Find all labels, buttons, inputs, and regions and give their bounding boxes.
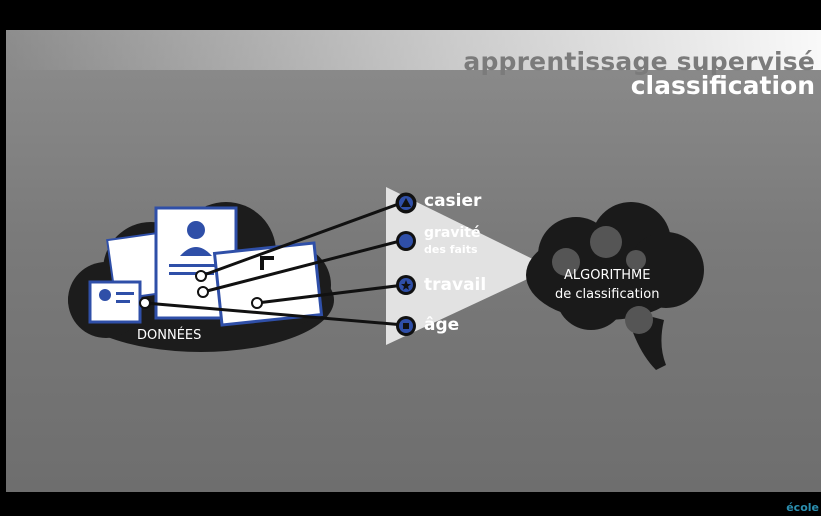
- feature-label-travail: travail: [424, 275, 487, 295]
- documents-icon: [88, 206, 324, 327]
- brain-label-line1: ALGORITHME: [564, 268, 651, 283]
- data-cloud-label: DONNÉES: [137, 328, 202, 343]
- feature-label-casier: casier: [424, 191, 482, 211]
- circle-icon: [396, 231, 416, 251]
- slide-title: apprentissage supervisé: [463, 47, 815, 76]
- feature-label-gravite-sub: des faits: [424, 243, 478, 256]
- square-icon: [396, 316, 416, 336]
- diagram: [68, 187, 704, 370]
- feature-label-gravite: gravité: [424, 225, 481, 241]
- slide-subtitle: classification: [630, 71, 815, 100]
- feature-label-age: âge: [424, 315, 460, 335]
- video-slide: apprentissage supervisé classification: [6, 30, 821, 492]
- brand-logo-text: école: [786, 501, 819, 514]
- connection-dots: [139, 270, 263, 309]
- brain-icon: [526, 202, 704, 370]
- triangle-icon: [395, 192, 417, 214]
- title-band: [6, 30, 821, 70]
- brain-label-line2: de classification: [555, 287, 660, 302]
- star-icon: [396, 275, 416, 295]
- connection-lines: [144, 200, 405, 327]
- funnel-shape: [386, 187, 551, 345]
- gear-icon: [552, 226, 653, 334]
